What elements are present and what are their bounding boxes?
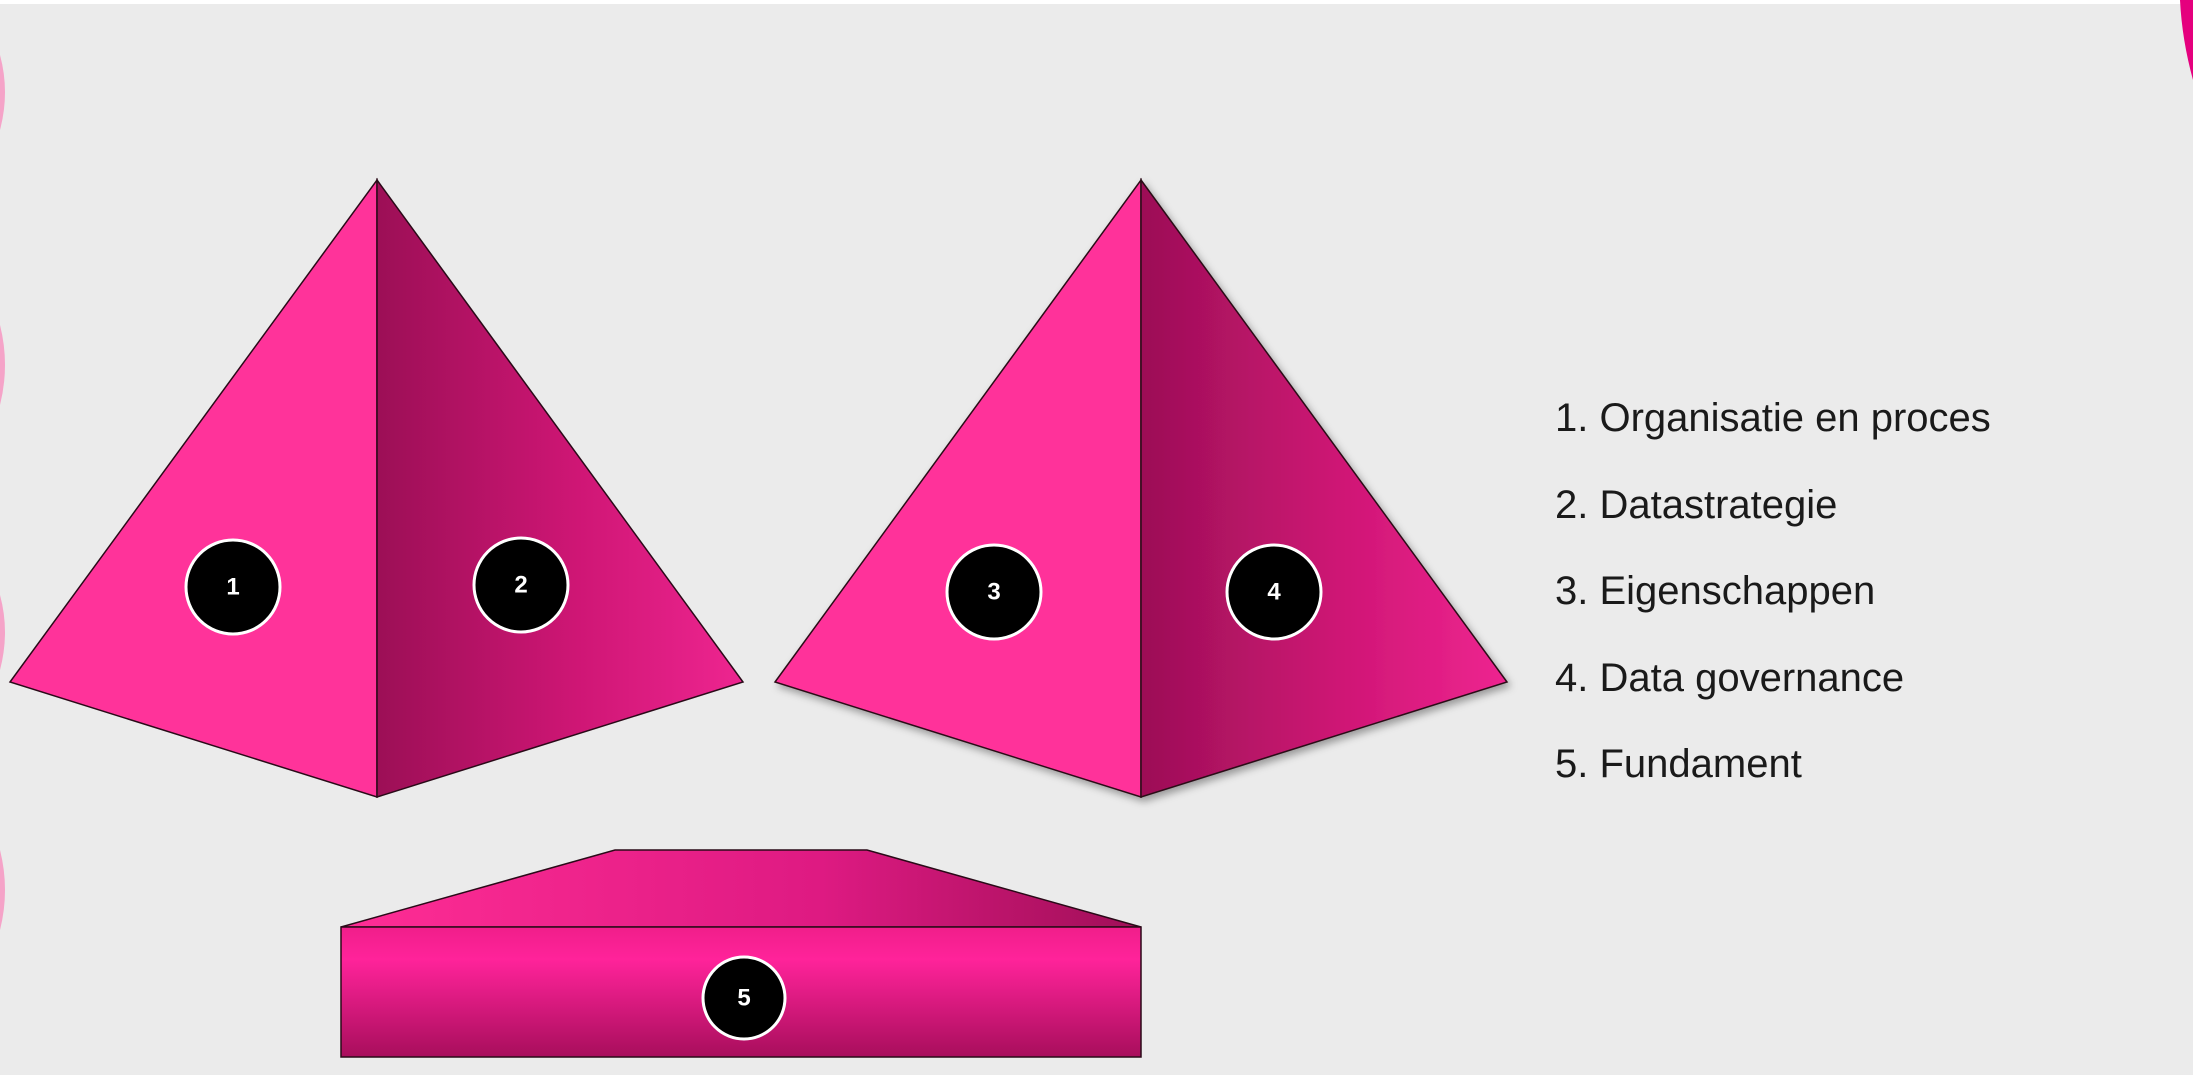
pyramid-right-face-3: [775, 180, 1141, 797]
marker-1-label: 1: [226, 574, 239, 601]
pyramid-right-face-4: [1141, 180, 1507, 797]
marker-4-label: 4: [1267, 579, 1281, 606]
legend-item-3: 3. Eigenschappen: [1555, 568, 1991, 655]
edge-decoration: [0, 55, 5, 930]
marker-2-label: 2: [514, 572, 527, 599]
legend: 1. Organisatie en proces 2. Datastrategi…: [1555, 395, 1991, 828]
marker-4: 4: [1227, 545, 1321, 639]
marker-5-label: 5: [737, 985, 750, 1012]
legend-item-2: 2. Datastrategie: [1555, 482, 1991, 569]
pyramid-left-face-1: [10, 180, 377, 797]
marker-2: 2: [474, 538, 568, 632]
legend-item-4: 4. Data governance: [1555, 655, 1991, 742]
marker-5: 5: [703, 957, 785, 1039]
foundation-top: [341, 850, 1141, 927]
legend-item-1: 1. Organisatie en proces: [1555, 395, 1991, 482]
pyramid-left: [10, 180, 743, 797]
marker-1: 1: [186, 540, 280, 634]
corner-accent: [2100, 0, 2193, 80]
pyramid-right: [775, 180, 1507, 797]
legend-item-5: 5. Fundament: [1555, 741, 1991, 828]
marker-3-label: 3: [987, 579, 1000, 606]
marker-3: 3: [947, 545, 1041, 639]
pyramid-left-face-2: [377, 180, 743, 797]
